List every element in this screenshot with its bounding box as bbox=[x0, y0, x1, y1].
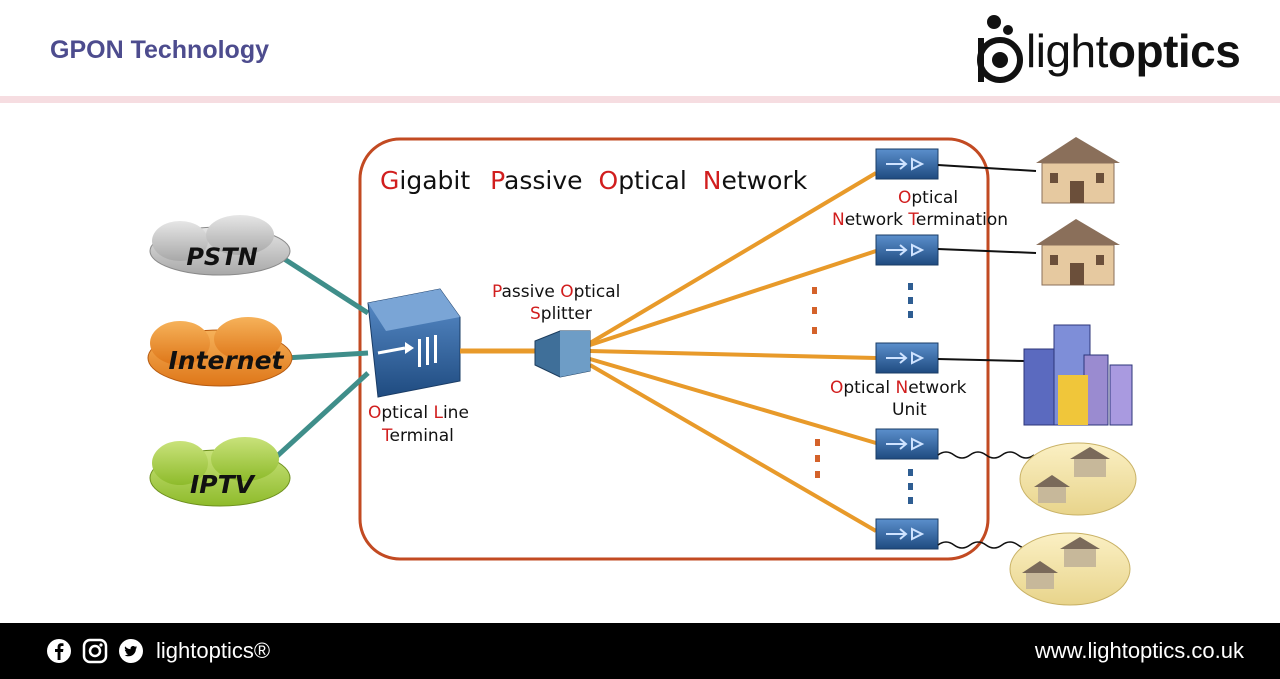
ellipsis-orange-upper bbox=[812, 287, 817, 334]
instagram-icon[interactable] bbox=[82, 638, 108, 664]
splitter-label: Passive Optical bbox=[492, 282, 620, 302]
cloud-pstn: PSTN bbox=[149, 215, 291, 276]
cloud-label-pstn: PSTN bbox=[186, 243, 257, 271]
ont-device-1 bbox=[875, 148, 939, 180]
twitter-icon[interactable] bbox=[118, 638, 144, 664]
lightoptics-logo[interactable]: lightoptics bbox=[976, 14, 1248, 88]
onu-device-3 bbox=[875, 518, 939, 550]
ont-device-2 bbox=[875, 234, 939, 266]
footer: lightoptics® www.lightoptics.co.uk bbox=[0, 623, 1280, 679]
header-divider bbox=[0, 96, 1280, 103]
house-icon-1 bbox=[1036, 137, 1120, 204]
logo-wordmark: lightoptics bbox=[1026, 25, 1241, 77]
service-links bbox=[273, 250, 370, 460]
onu-label-line2: Unit bbox=[892, 400, 927, 420]
gpon-diagram: Gigabit Passive Optical Network PSTN Int… bbox=[147, 137, 1137, 606]
splitter-label-line2: Splitter bbox=[530, 304, 592, 324]
logo-mark-icon bbox=[977, 15, 1023, 83]
ont-devices bbox=[875, 148, 939, 550]
subscriber-cables bbox=[937, 451, 1035, 549]
cloud-label-internet: Internet bbox=[168, 346, 284, 375]
onu-device-2 bbox=[875, 428, 939, 460]
network-title: Gigabit Passive Optical Network bbox=[380, 166, 808, 195]
neighborhood-icon-2 bbox=[1009, 532, 1131, 606]
cloud-label-iptv: IPTV bbox=[190, 470, 256, 499]
olt-label-line2: Terminal bbox=[381, 426, 454, 446]
subscriber-links bbox=[937, 164, 1037, 362]
header: GPON Technology lightoptics bbox=[0, 0, 1280, 96]
fiber-drops bbox=[588, 171, 878, 533]
cloud-internet: Internet bbox=[147, 317, 293, 387]
footer-brand: lightoptics® bbox=[156, 638, 271, 663]
logo-text-bold: optics bbox=[1107, 25, 1241, 77]
olt-device bbox=[367, 288, 461, 398]
logo-text-light: light bbox=[1026, 25, 1108, 77]
ont-label-line2: Network Termination bbox=[832, 210, 1008, 230]
ellipsis-blue-upper bbox=[908, 283, 913, 318]
onu-device-1 bbox=[875, 342, 939, 374]
house-icon-2 bbox=[1036, 219, 1120, 286]
neighborhood-icon-1 bbox=[1019, 442, 1137, 516]
ont-label: Optical bbox=[898, 188, 958, 208]
gpon-boundary bbox=[358, 137, 990, 561]
ellipsis-blue-lower bbox=[908, 469, 913, 504]
olt-label: Optical Line bbox=[368, 403, 469, 423]
ellipsis-orange-lower bbox=[815, 439, 820, 478]
page-title: GPON Technology bbox=[50, 36, 269, 64]
cloud-iptv: IPTV bbox=[149, 437, 291, 507]
office-building-icon bbox=[1023, 324, 1133, 426]
website-link[interactable]: www.lightoptics.co.uk bbox=[1034, 638, 1244, 663]
facebook-icon[interactable] bbox=[46, 638, 72, 664]
splitter-device bbox=[534, 330, 591, 378]
onu-label: Optical Network bbox=[830, 378, 967, 398]
